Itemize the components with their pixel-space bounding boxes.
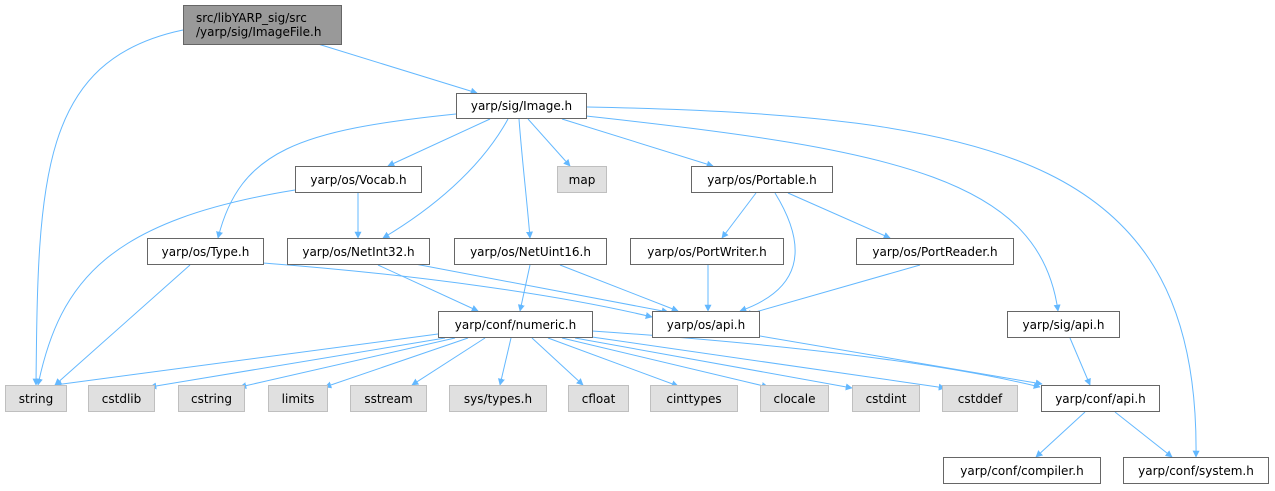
edge-root-to-string — [32, 29, 184, 386]
node-conf-api-h[interactable]: yarp/conf/api.h — [1041, 385, 1160, 412]
edge-conf-api-h-to-compiler-h — [1035, 411, 1086, 458]
edge-numeric-h-to-cstdlib — [149, 337, 446, 390]
node-system-h[interactable]: yarp/conf/system.h — [1123, 457, 1269, 484]
node-cfloat[interactable]: cfloat — [568, 385, 629, 412]
node-string[interactable]: string — [5, 385, 67, 412]
edge-numeric-h-to-cstddef — [584, 335, 946, 391]
edge-image-h-to-vocab-h — [387, 118, 491, 167]
node-cstddef[interactable]: cstddef — [942, 385, 1018, 412]
node-netint32-h[interactable]: yarp/os/NetInt32.h — [287, 238, 430, 265]
edge-conf-api-h-to-system-h — [1114, 411, 1173, 458]
edge-numeric-h-to-clocale — [561, 337, 769, 389]
edge-numeric-h-to-sstream — [411, 337, 486, 386]
node-numeric-h[interactable]: yarp/conf/numeric.h — [438, 311, 593, 338]
node-map[interactable]: map — [557, 166, 607, 193]
edge-portreader-h-to-os-api-h — [744, 264, 921, 317]
node-root-imagefile-h[interactable]: src/libYARP_sig/src /yarp/sig/ImageFile.… — [183, 5, 342, 45]
edge-portable-h-to-portwriter-h — [721, 192, 757, 239]
edge-image-h-to-netint32-h — [382, 118, 509, 239]
node-cstdint[interactable]: cstdint — [852, 385, 920, 412]
edge-image-h-to-sig-api-h — [585, 115, 1061, 312]
edge-image-h-to-type-h — [216, 113, 457, 239]
node-portwriter-h[interactable]: yarp/os/PortWriter.h — [630, 238, 784, 265]
edge-os-api-h-to-conf-api-h — [759, 335, 1043, 387]
edge-netuint16-h-to-os-api-h — [559, 264, 679, 312]
edge-numeric-h-to-sys-types-h — [498, 337, 512, 386]
edge-vocab-h-to-string — [35, 189, 296, 386]
node-clocale[interactable]: clocale — [760, 385, 829, 412]
edge-numeric-h-to-cfloat — [531, 337, 584, 386]
edge-netint32-h-to-os-api-h — [414, 263, 669, 315]
edge-numeric-h-to-string — [54, 333, 439, 388]
edge-portable-h-to-os-api-h — [739, 192, 796, 313]
node-limits[interactable]: limits — [268, 385, 328, 412]
edge-portable-h-to-portreader-h — [787, 192, 891, 239]
node-root-line1: src/libYARP_sig/src — [196, 11, 307, 25]
edge-image-h-to-portable-h — [561, 118, 714, 168]
edge-type-h-to-string — [54, 264, 191, 386]
node-type-h[interactable]: yarp/os/Type.h — [147, 238, 264, 265]
edge-image-h-to-map — [527, 118, 571, 167]
node-portreader-h[interactable]: yarp/os/PortReader.h — [856, 238, 1014, 265]
node-cinttypes[interactable]: cinttypes — [650, 385, 738, 412]
edge-image-h-to-netuint16-h — [518, 118, 533, 239]
node-sig-api-h[interactable]: yarp/sig/api.h — [1007, 311, 1120, 338]
node-compiler-h[interactable]: yarp/conf/compiler.h — [943, 457, 1101, 484]
edge-type-h-to-os-api-h — [262, 262, 653, 319]
edge-numeric-h-to-limits — [324, 337, 469, 389]
node-os-api-h[interactable]: yarp/os/api.h — [652, 311, 760, 338]
node-netuint16-h[interactable]: yarp/os/NetUint16.h — [454, 238, 607, 265]
edge-netuint16-h-to-numeric-h — [517, 264, 531, 312]
edge-image-h-to-system-h — [586, 106, 1200, 458]
node-vocab-h[interactable]: yarp/os/Vocab.h — [295, 166, 422, 193]
edge-numeric-h-to-cstring — [239, 337, 456, 390]
edge-sig-api-h-to-conf-api-h — [1069, 337, 1091, 386]
edge-netint32-h-to-numeric-h — [377, 264, 479, 312]
node-root-line2: /yarp/sig/ImageFile.h — [196, 25, 322, 39]
edge-root-to-image-h — [317, 43, 478, 95]
node-sys-types-h[interactable]: sys/types.h — [449, 385, 547, 412]
edge-numeric-h-to-cstdint — [574, 337, 853, 391]
node-portable-h[interactable]: yarp/os/Portable.h — [691, 166, 833, 193]
node-sstream[interactable]: sstream — [350, 385, 427, 412]
node-cstring[interactable]: cstring — [178, 385, 245, 412]
edge-numeric-h-to-cinttypes — [547, 337, 679, 388]
node-image-h[interactable]: yarp/sig/Image.h — [456, 93, 587, 119]
node-cstdlib[interactable]: cstdlib — [88, 385, 155, 412]
